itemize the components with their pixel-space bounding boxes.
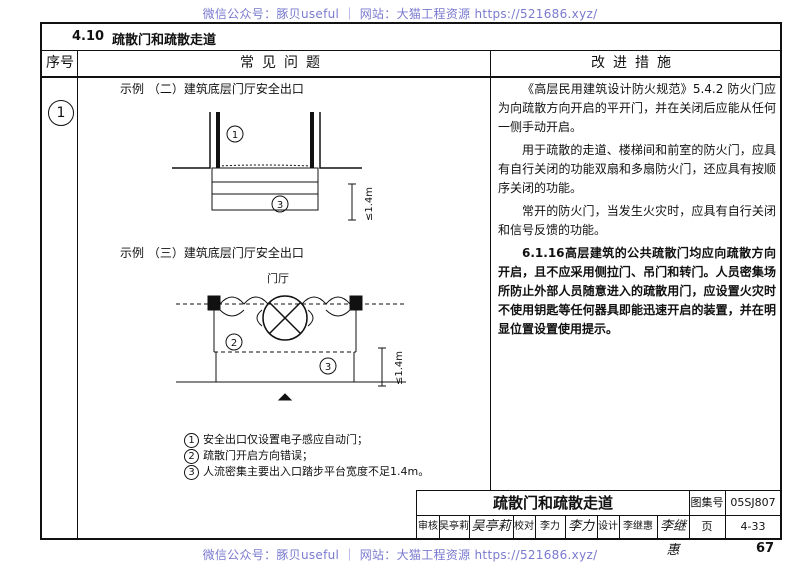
page-number: 67	[756, 541, 775, 556]
designer-signature: 李继惠	[657, 515, 690, 558]
hall-label: 门厅	[267, 272, 289, 285]
review-label: 审核	[417, 515, 440, 539]
example-2-title: 示例 （二）建筑底层门厅安全出口	[120, 82, 304, 96]
row-number-badge: 1	[48, 100, 74, 126]
design-label: 设计	[597, 515, 620, 539]
col-problem-header: 常见问题	[78, 50, 490, 78]
atlas-label: 图集号	[689, 491, 726, 516]
marker-3b: 3	[325, 362, 331, 373]
drawing-sheet: 4.10 疏散门和疏散走道 序号 常见问题 改进措施 1 示例 （二）建筑底层门…	[40, 22, 782, 558]
measure-paragraph: 6.1.16高层建筑的公共疏散门均应向疏散方向开启，且不应采用侧拉门、吊门和转门…	[498, 246, 776, 336]
check-label: 校对	[513, 515, 536, 539]
col-fix-header: 改进措施	[490, 50, 780, 78]
designer-name: 李继惠	[619, 515, 658, 539]
marker-2: 2	[231, 338, 237, 349]
watermark-top: 微信公众号：豚贝useful ｜ 网站：大猫工程资源 https://52168…	[202, 7, 598, 21]
dimension-label: ≤1.4m	[364, 187, 375, 221]
section-header: 4.10 疏散门和疏散走道	[42, 24, 780, 51]
section-number: 4.10	[72, 29, 105, 44]
exit-diagram-2: 1 3 ≤1.4m	[172, 112, 375, 221]
reviewer-name: 吴亭莉	[439, 515, 470, 539]
measure-paragraph: 常开的防火门，当发生火灾时，应具有自行关闭和信号反馈的功能。	[498, 204, 776, 237]
drawing-title: 疏散门和疏散走道	[417, 491, 690, 516]
section-title: 疏散门和疏散走道	[112, 33, 217, 48]
checker-name: 李力	[535, 515, 566, 539]
atlas-number: 05SJ807	[725, 491, 781, 516]
example-3-title: 示例 （三）建筑底层门厅安全出口	[120, 246, 304, 260]
page-code: 4-33	[740, 520, 766, 533]
page-label: 页	[689, 515, 726, 539]
marker-1: 1	[232, 130, 238, 141]
column-divider	[77, 50, 78, 538]
title-block: 疏散门和疏散走道 图集号 05SJ807 审核 吴亭莉 吴亭莉 校对 李力 李力…	[416, 490, 781, 558]
measure-paragraph: 用于疏散的走道、楼梯间和前室的防火门，应具有自行关闭的功能双扇和多扇防火门，还应…	[498, 143, 776, 195]
dimension-label-3: ≤1.4m	[394, 351, 405, 385]
column-divider	[490, 50, 491, 490]
measure-paragraph: 《高层民用建筑设计防火规范》5.4.2 防火门应为向疏散方向开启的平开门，并在关…	[498, 82, 776, 134]
checker-signature: 李力	[565, 515, 598, 539]
col-index-header: 序号	[42, 50, 78, 78]
reviewer-signature: 吴亭莉	[469, 515, 514, 539]
watermark-bottom: 微信公众号：豚贝useful ｜ 网站：大猫工程资源 https://52168…	[202, 548, 598, 562]
marker-3: 3	[277, 200, 283, 211]
improvement-measures: 《高层民用建筑设计防火规范》5.4.2 防火门应为向疏散方向开启的平开门，并在关…	[498, 80, 776, 343]
exit-diagram-3: 2 3 ≤1.4m	[176, 295, 406, 401]
